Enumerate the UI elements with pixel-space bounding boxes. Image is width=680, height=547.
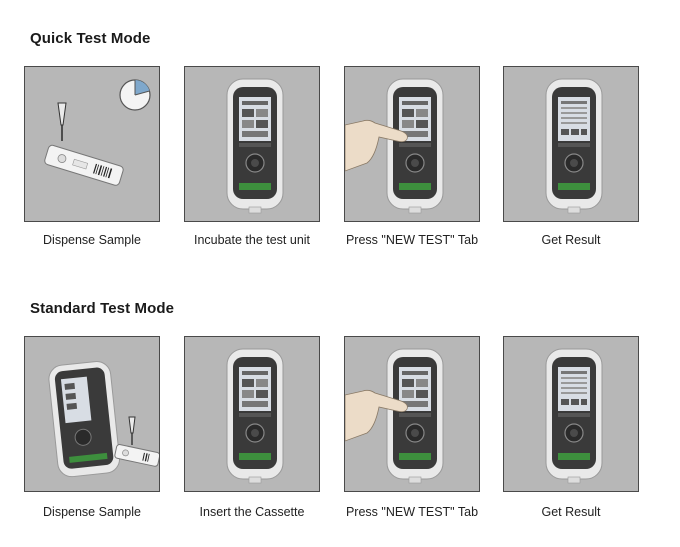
finger-icon bbox=[345, 119, 408, 172]
step-image-insert-cassette bbox=[184, 336, 320, 492]
step-image-dispense-sample-standard bbox=[24, 336, 160, 492]
step-caption: Press "NEW TEST" Tab bbox=[345, 505, 479, 519]
analyzer-device-icon bbox=[226, 78, 284, 214]
step-caption: Dispense Sample bbox=[43, 505, 141, 519]
step-caption: Incubate the test unit bbox=[193, 233, 311, 247]
step-image-press-new-test bbox=[344, 66, 480, 222]
step-caption: Dispense Sample bbox=[43, 233, 141, 247]
pipette-icon bbox=[57, 102, 67, 141]
finger-icon bbox=[345, 389, 408, 442]
analyzer-device-icon bbox=[386, 78, 444, 214]
analyzer-device-icon bbox=[48, 361, 121, 478]
step-caption: Insert the Cassette bbox=[199, 505, 305, 519]
analyzer-device-icon bbox=[386, 348, 444, 484]
pipette-icon bbox=[128, 416, 136, 445]
step-caption: Get Result bbox=[541, 505, 601, 519]
analyzer-device-icon bbox=[226, 348, 284, 484]
test-cassette-icon bbox=[44, 144, 124, 186]
step-caption: Press "NEW TEST" Tab bbox=[345, 233, 479, 247]
step-image-incubate-test-unit bbox=[184, 66, 320, 222]
step-image-press-new-test-standard bbox=[344, 336, 480, 492]
step-image-get-result-standard bbox=[503, 336, 639, 492]
step-caption: Get Result bbox=[541, 233, 601, 247]
analyzer-device-icon bbox=[545, 78, 603, 214]
step-image-dispense-sample bbox=[24, 66, 160, 222]
section-title-quick-test-mode: Quick Test Mode bbox=[30, 30, 151, 47]
step-image-get-result bbox=[503, 66, 639, 222]
test-cassette-icon bbox=[114, 444, 159, 467]
analyzer-device-icon bbox=[545, 348, 603, 484]
timer-icon bbox=[119, 79, 151, 111]
section-title-standard-test-mode: Standard Test Mode bbox=[30, 300, 175, 317]
